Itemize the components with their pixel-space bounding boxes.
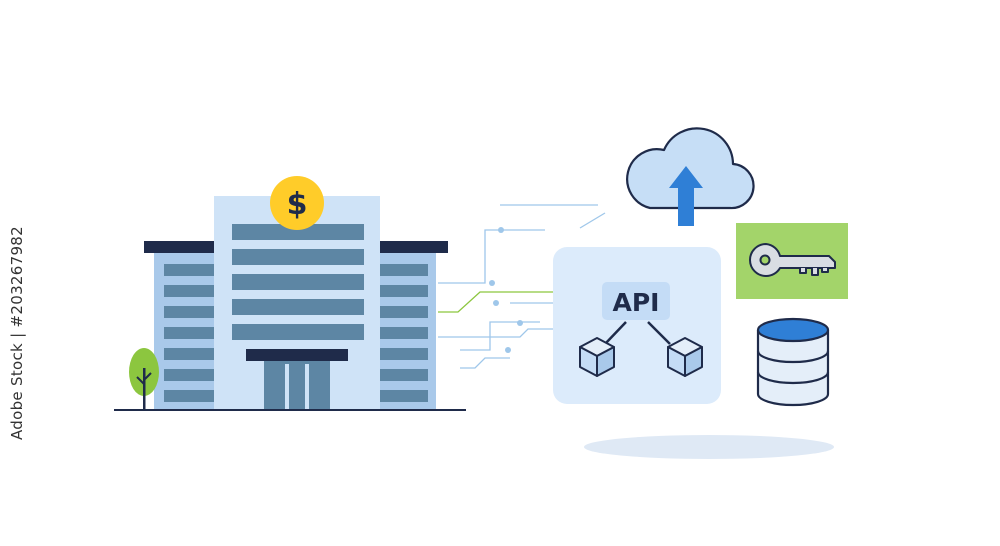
upload-arrow [669,166,703,226]
tree-icon [129,348,159,410]
cloud-upload-icon [626,127,755,226]
building-left-roof [144,241,216,253]
cube-icon [579,337,615,377]
bank-building-icon [114,196,466,411]
connection-lines [438,204,606,369]
building-door [264,361,330,411]
cube-icon [667,337,703,377]
api-label: API [613,288,660,317]
database-icon [756,317,830,407]
ground-shadow [584,435,834,459]
building-left-windows [164,264,214,402]
key-card [736,223,848,299]
api-card: API [553,247,721,404]
key-icon [749,243,836,278]
stock-id-text: Adobe Stock | #203267982 [8,226,26,440]
ground-line [114,409,466,411]
building-right-roof [378,241,448,253]
connection-nodes [489,227,523,353]
dollar-symbol: $ [287,187,308,222]
building-right-windows [380,264,428,402]
building-entrance-canopy [246,349,348,361]
building-center-windows [232,224,364,340]
api-label-bg [602,282,670,320]
dollar-badge-icon: $ [270,176,324,230]
